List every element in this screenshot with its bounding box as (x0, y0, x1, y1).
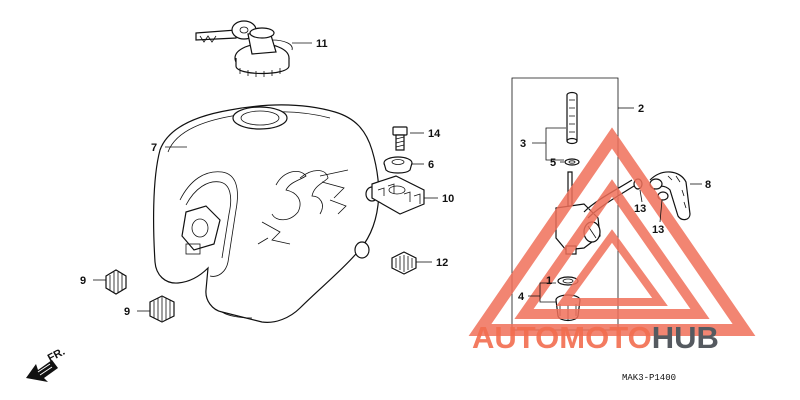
callout-14: 14 (428, 128, 441, 140)
callout-12: 12 (436, 257, 448, 269)
front-direction-marker: FR. (26, 346, 67, 382)
fuel-tank[interactable] (152, 104, 380, 323)
watermark-logo: AUTOMOTOHUB (472, 320, 719, 355)
tank-decal-logo (257, 169, 349, 245)
watermark-part2: MOTO (559, 320, 651, 355)
bolt-part-14[interactable] (392, 126, 408, 151)
damper-part-9-upper[interactable] (105, 269, 127, 295)
front-marker-label: FR. (46, 346, 67, 365)
callout-10: 10 (442, 193, 454, 205)
callout-9-upper: 9 (80, 275, 86, 287)
callout-8: 8 (705, 179, 711, 191)
damper-part-9-lower[interactable] (149, 295, 175, 323)
fuel-cap-with-key[interactable] (195, 20, 293, 77)
callout-6: 6 (428, 159, 434, 171)
strainer-tube-part-3[interactable] (566, 91, 578, 145)
grommet-part-6[interactable] (383, 156, 413, 174)
cushion-part-12[interactable] (391, 251, 417, 275)
watermark-part3: HUB (652, 320, 719, 355)
leader-lines (93, 42, 702, 312)
callout-1: 1 (546, 275, 552, 287)
callout-2: 2 (638, 103, 644, 115)
fuel-tube-part-8[interactable] (649, 171, 691, 221)
svg-text:AUTOMOTOHUB: AUTOMOTOHUB (472, 320, 719, 355)
o-ring-part-5[interactable] (564, 158, 580, 166)
diagram-code: MAK3-P1400 (622, 373, 676, 383)
callout-13-a: 13 (634, 203, 646, 215)
callout-11: 11 (316, 38, 328, 50)
callout-4: 4 (518, 291, 525, 303)
callout-9-lower: 9 (124, 306, 130, 318)
callout-3: 3 (520, 138, 526, 150)
callout-5: 5 (550, 157, 556, 169)
callout-13-b: 13 (652, 224, 664, 236)
front-arrow-icon (26, 360, 58, 382)
watermark-part1: AUTO (472, 320, 559, 355)
callout-7: 7 (151, 142, 157, 154)
bracket-rubber-part-10[interactable] (371, 175, 425, 215)
warning-triangle-logo-icon (468, 127, 756, 336)
